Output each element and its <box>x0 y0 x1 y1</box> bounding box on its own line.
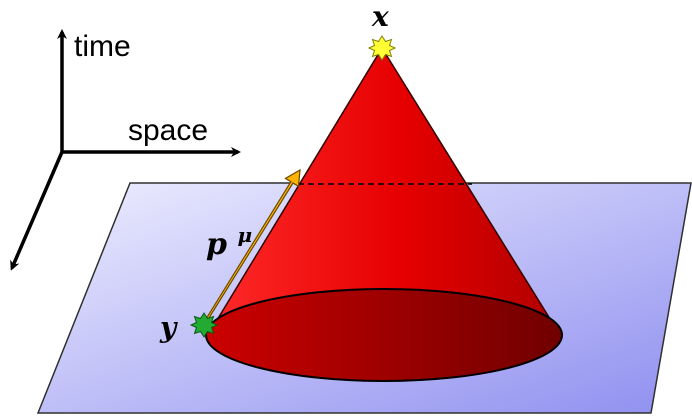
momentum-label-superscript: μ <box>237 223 252 247</box>
momentum-arrow-shape <box>200 168 301 328</box>
axes-group: time space <box>10 29 241 271</box>
depth-axis <box>10 151 64 271</box>
space-axis-label: space <box>128 114 208 147</box>
base-label-y: y <box>159 311 178 344</box>
time-axis-label: time <box>74 30 131 63</box>
cone-base-ellipse <box>205 288 563 382</box>
apex-event-star-icon <box>367 35 397 61</box>
momentum-label-base: p <box>206 227 227 262</box>
base-event-star-icon <box>189 312 219 338</box>
momentum-label: p μ <box>206 223 252 262</box>
apex-label-x: x <box>371 0 389 33</box>
momentum-arrow <box>200 168 301 328</box>
